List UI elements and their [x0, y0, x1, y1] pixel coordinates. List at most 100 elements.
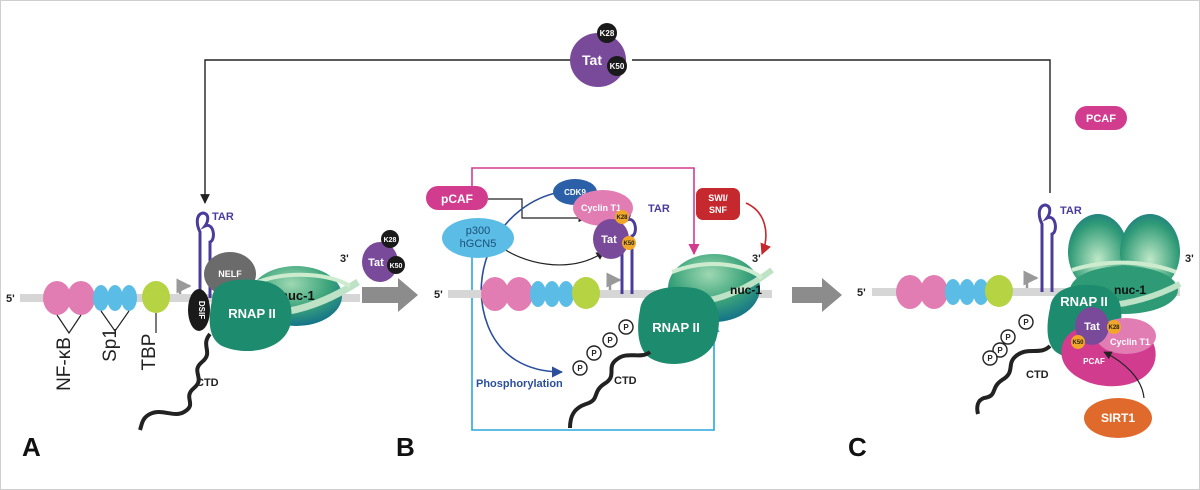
phosphate-label: P: [987, 354, 993, 363]
loop-line-left: [200, 59, 572, 204]
sp1-site: [93, 285, 109, 311]
p300-label: p300: [466, 225, 490, 237]
pcaf-factor: [426, 186, 488, 210]
ctd-label: CTD: [1026, 369, 1049, 381]
panel-c: PCAF 5' 3' TAR nuc-1 RNAP II PCAF Cyclin…: [857, 106, 1194, 438]
k28-label: K28: [600, 29, 615, 38]
phosphorylation-label: Phosphorylation: [476, 378, 563, 390]
top-tat-group: Tat K28 K50: [200, 23, 1051, 204]
k28-label: K28: [1108, 325, 1120, 331]
hgcn5-label: hGCN5: [460, 238, 497, 250]
sp1-site: [558, 281, 574, 307]
phosphate: [992, 342, 1008, 358]
phosphate: [618, 319, 634, 335]
k28-site: [597, 23, 617, 43]
panel-b: 5' 3' TAR nuc-1 RNAP II CTD P P P P Phos…: [426, 167, 774, 431]
phosphate: [1018, 314, 1034, 330]
tar-label: TAR: [212, 211, 234, 223]
phosphate-label: P: [577, 364, 583, 373]
phosphate-label: P: [1023, 318, 1029, 327]
phosphate-label: P: [607, 336, 613, 345]
rnap-ii: [209, 279, 292, 352]
tss-arrow: [606, 272, 622, 290]
tss-arrow: [176, 278, 192, 294]
tar-label: TAR: [648, 203, 670, 215]
tat-protein: [1075, 307, 1109, 345]
transition-arrow-ab: [362, 278, 418, 312]
free-tat: Tat K28 K50: [362, 230, 405, 282]
sp1-site: [121, 285, 137, 311]
panel-letter-b: B: [396, 432, 415, 462]
ctd-tail: [975, 344, 1052, 415]
phosphate-label: P: [997, 346, 1003, 355]
nfkb-site: [43, 281, 71, 315]
rnap-label: RNAP II: [1060, 294, 1107, 309]
tat-protein: [593, 219, 629, 259]
dna-wrap: [257, 272, 352, 288]
k28-site: [615, 210, 629, 224]
cdk9-label: CDK9: [564, 188, 586, 197]
rnap-ii: [638, 286, 720, 364]
nelf-label: NELF: [218, 269, 242, 279]
panel-letter-a: A: [22, 432, 41, 462]
k50-label: K50: [623, 241, 635, 247]
tar-label: TAR: [1060, 205, 1082, 217]
ctd-tail: [138, 332, 212, 431]
dna-wrap: [1071, 260, 1177, 274]
sp1-label: Sp1: [100, 328, 121, 362]
phosphate: [1000, 329, 1016, 345]
cyclin-label: Cyclin T1: [1110, 337, 1150, 347]
cyclin-label: Cyclin T1: [581, 203, 621, 213]
pcaf-label: PCAF: [1083, 357, 1105, 366]
rnap-label: RNAP II: [652, 320, 699, 335]
sp1-site: [544, 281, 560, 307]
five-prime-label: 5': [857, 287, 866, 299]
p300-factor: [442, 218, 514, 258]
sp1-site: [973, 279, 989, 305]
tat-label: Tat: [1084, 321, 1100, 333]
tat-label: Tat: [601, 234, 617, 246]
tat-protein: [362, 242, 398, 282]
nuc1-label: nuc-1: [1114, 283, 1146, 297]
phosphate-label: P: [591, 349, 597, 358]
nuc1-label: nuc-1: [730, 283, 762, 297]
swi-label: SWI/: [708, 193, 728, 203]
nfkb-site: [67, 281, 95, 315]
ctd-label: CTD: [196, 377, 219, 389]
pcaf-label: pCAF: [441, 192, 473, 206]
five-prime-label: 5': [434, 289, 443, 301]
dna-wrap: [671, 262, 764, 280]
tss-arrow: [1023, 270, 1039, 288]
phosphate-label: P: [1005, 333, 1011, 342]
nfkb-site: [896, 275, 924, 309]
tat-label: Tat: [368, 257, 384, 269]
p300-arrow: [471, 256, 720, 431]
nfkb-site: [920, 275, 948, 309]
k50-label: K50: [1072, 340, 1084, 346]
sp1-site: [530, 281, 546, 307]
phosphate: [586, 345, 602, 361]
swisnf-arrow: [745, 202, 771, 256]
sirt1-label: SIRT1: [1101, 411, 1135, 425]
pcaf-arrow: [471, 167, 700, 256]
panel-a: 5' 3' NF-κB Sp1 TBP TAR nuc-1 NELF RNAP …: [6, 211, 360, 431]
three-prime-label: 3': [1185, 253, 1194, 265]
rnap-label: RNAP II: [228, 306, 275, 321]
sirt1-arrow: [1103, 351, 1145, 399]
k50-site: [622, 236, 636, 250]
phosphate-label: P: [623, 323, 629, 332]
k50-site: [387, 256, 405, 274]
sp1-site: [959, 279, 975, 305]
sp1-bracket: [100, 310, 130, 333]
k28-site: [381, 230, 399, 248]
phosphate: [982, 350, 998, 366]
ctd-label: CTD: [614, 375, 637, 387]
swisnf-complex: [696, 188, 740, 220]
dsif-label: DSIF: [197, 301, 206, 319]
nfkb-label: NF-κB: [54, 337, 75, 391]
ctd-tail: [568, 350, 652, 429]
tbp-site: [985, 275, 1013, 307]
tar-hairpin: [195, 211, 215, 298]
transition-arrow-bc: [792, 278, 842, 312]
sp1-site: [945, 279, 961, 305]
